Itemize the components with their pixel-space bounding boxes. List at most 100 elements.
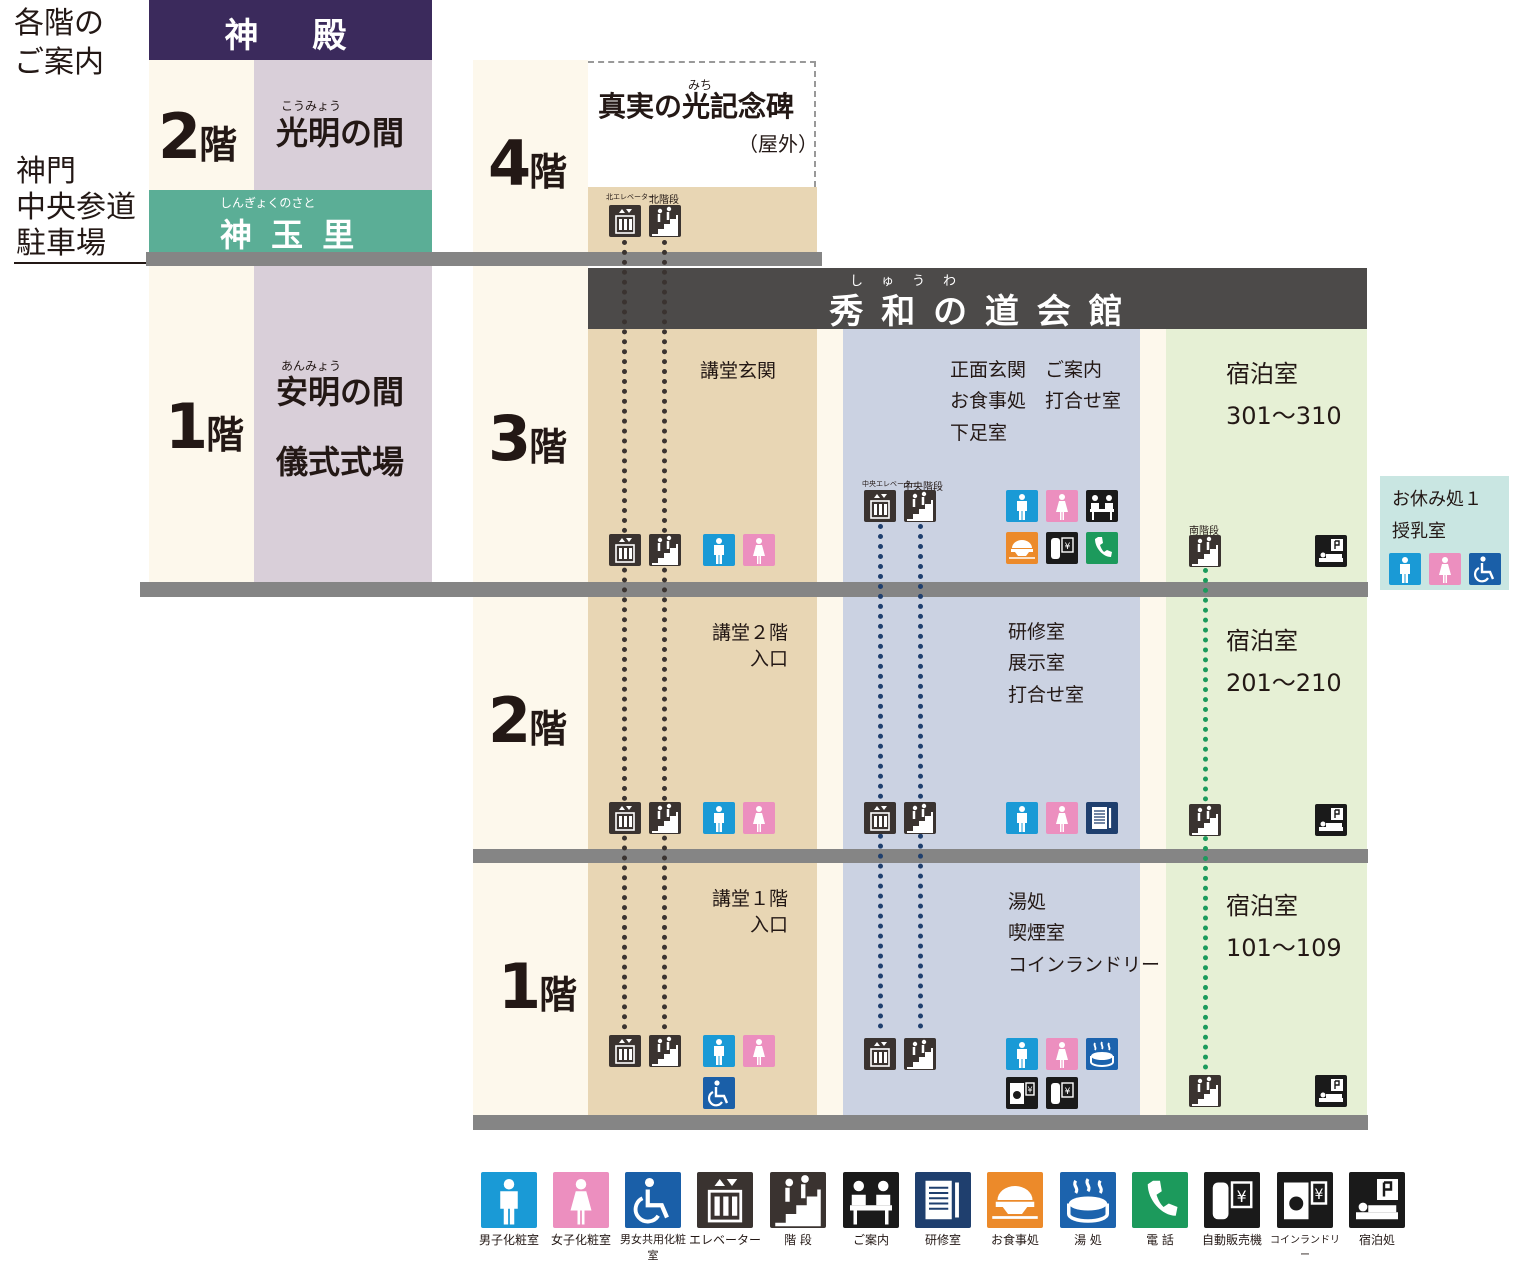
rest-area-label: お休み処１ 授乳室: [1392, 484, 1482, 547]
north-elevator-route: [622, 240, 627, 1030]
shinden-header: [149, 0, 432, 60]
kaikan-floor-3-number: 3: [488, 402, 531, 475]
lodging-icon: [1315, 535, 1347, 567]
legend-label-womens: 女子化粧室: [550, 1233, 611, 1247]
womens-restroom-icon: [1046, 1038, 1078, 1070]
elevator-icon: [609, 205, 641, 237]
stairs-icon: [904, 802, 936, 834]
gap-3f-cream: [1140, 329, 1166, 582]
womens-restroom-icon: [1046, 802, 1078, 834]
hall-entrance-1f: 講堂１階 入口: [706, 887, 788, 938]
floor-guide-line2: ご案内: [14, 45, 104, 80]
lodging-1f-label: 宿泊室: [1226, 892, 1298, 920]
stairs-icon: [904, 1038, 936, 1070]
dining-icon: [987, 1172, 1043, 1228]
training-room-icon: [1086, 802, 1118, 834]
womens-restroom-icon: [743, 1035, 775, 1067]
stairs-icon: [649, 205, 681, 237]
anmyou-room-block: [254, 266, 432, 582]
center-elevator-label: 中央エレベーター: [862, 480, 918, 488]
phone-icon: [1132, 1172, 1188, 1228]
stairs-icon: [649, 534, 681, 566]
center-3f-rooms: 正面玄関 ご案内 お食事処 打合せ室 下足室: [950, 355, 1121, 449]
center-elevator-route: [878, 524, 883, 1029]
legend-label-elevator: エレベーター: [688, 1233, 761, 1247]
stairs-icon: [770, 1172, 826, 1228]
legend-label-training: 研修室: [924, 1233, 961, 1247]
elevator-icon: [864, 490, 896, 522]
mens-restroom-icon: [1006, 490, 1038, 522]
gate-line2: 中央参道: [16, 190, 136, 225]
kaikan-floor-3-suffix: 階: [529, 425, 568, 469]
elevator-icon: [864, 802, 896, 834]
north-elevator-label: 北エレベーター: [606, 193, 655, 201]
center-2f-rooms: 研修室 展示室 打合せ室: [1008, 617, 1084, 711]
gate-line3: 駐車場: [16, 226, 106, 261]
floor-bar-bottom: [473, 1115, 1368, 1130]
shinden-floor-2-number: 2: [158, 100, 201, 173]
kaikan-floor-2-label: 2階: [488, 690, 567, 752]
kaikan-floor-4-suffix: 階: [529, 150, 568, 194]
legend-label-stairs: 階 段: [784, 1233, 812, 1247]
hall-entrance-2f: 講堂２階 入口: [706, 621, 788, 672]
elevator-icon: [609, 802, 641, 834]
center-stairs-label: 中央階段: [903, 482, 943, 493]
kaikan-header: [588, 268, 1367, 329]
lodging-icon: [1349, 1172, 1405, 1228]
monument-ruby: みち: [688, 78, 713, 92]
mens-restroom-icon: [1389, 553, 1421, 585]
vending-machine-icon: [1046, 1077, 1078, 1109]
legend-label-information: ご案内: [852, 1233, 889, 1247]
stairs-icon: [649, 802, 681, 834]
shingyoku-name: 神 玉 里: [220, 216, 359, 254]
legend-label-mens: 男子化粧室: [478, 1233, 539, 1247]
kaikan-floor-4-number: 4: [488, 127, 531, 200]
lodging-2f: 宿泊室 201～210: [1226, 620, 1342, 704]
kaikan-2f-cream: [473, 597, 588, 849]
hall-2f-line2: 入口: [749, 647, 788, 670]
accessible-restroom-icon: [1469, 553, 1501, 585]
kaikan-floor-1-label: 1階: [498, 956, 577, 1018]
north-stairs-route: [662, 240, 667, 1030]
vending-machine-icon: [1204, 1172, 1260, 1228]
gate-line1: 神門: [16, 154, 76, 189]
kaikan-floor-1-suffix: 階: [539, 973, 578, 1017]
mens-restroom-icon: [703, 1035, 735, 1067]
legend-label-phone: 電 話: [1146, 1233, 1174, 1247]
shinden-floor-1-suffix: 階: [206, 413, 245, 457]
bath-icon: [1086, 1038, 1118, 1070]
womens-restroom-icon: [743, 802, 775, 834]
gap-1f-cream: [1140, 863, 1166, 1115]
gap-north-center-1f: [817, 863, 843, 1115]
gap-north-center-3f: [817, 329, 843, 582]
shinden-floor-2-suffix: 階: [199, 123, 238, 167]
shinden-floor-1-label: 1階: [165, 396, 244, 458]
center-2f-line1: 研修室: [1008, 621, 1066, 643]
center-2f-line3: 打合せ室: [1008, 683, 1085, 706]
bath-icon: [1060, 1172, 1116, 1228]
lodging-1f: 宿泊室 101～109: [1226, 885, 1342, 969]
koumyou-room-name: 光明の間: [276, 114, 405, 152]
center-stairs-route: [918, 524, 923, 1029]
mens-restroom-icon: [1006, 802, 1038, 834]
anmyou-ruby: あんみょう: [281, 359, 342, 373]
kaikan-floor-3-label: 3階: [488, 408, 567, 470]
gate-parking-label: 神門 中央参道 駐車場: [16, 154, 136, 262]
shinden-1f-cream: [149, 266, 254, 582]
ceremony-hall-name: 儀式式場: [276, 443, 405, 481]
gate-underline: [14, 262, 150, 264]
mens-restroom-icon: [703, 802, 735, 834]
koumyou-ruby: こうみょう: [281, 99, 342, 113]
kaikan-title-ruby: しゅうわ: [850, 274, 975, 289]
vending-machine-icon: [1046, 532, 1078, 564]
legend-label-vending: 自動販売機: [1201, 1233, 1262, 1247]
south-stairs-label: 南階段: [1189, 526, 1219, 537]
shingyoku-ruby: しんぎょくのさと: [220, 196, 316, 210]
monument-name: 真実の光記念碑: [598, 90, 795, 123]
shinden-floor-1-number: 1: [165, 390, 208, 463]
information-icon: [843, 1172, 899, 1228]
womens-restroom-icon: [1046, 490, 1078, 522]
legend-label-laundry: コインランドリー: [1270, 1235, 1340, 1261]
north-stairs-label: 北階段: [649, 195, 679, 206]
elevator-icon: [609, 1035, 641, 1067]
